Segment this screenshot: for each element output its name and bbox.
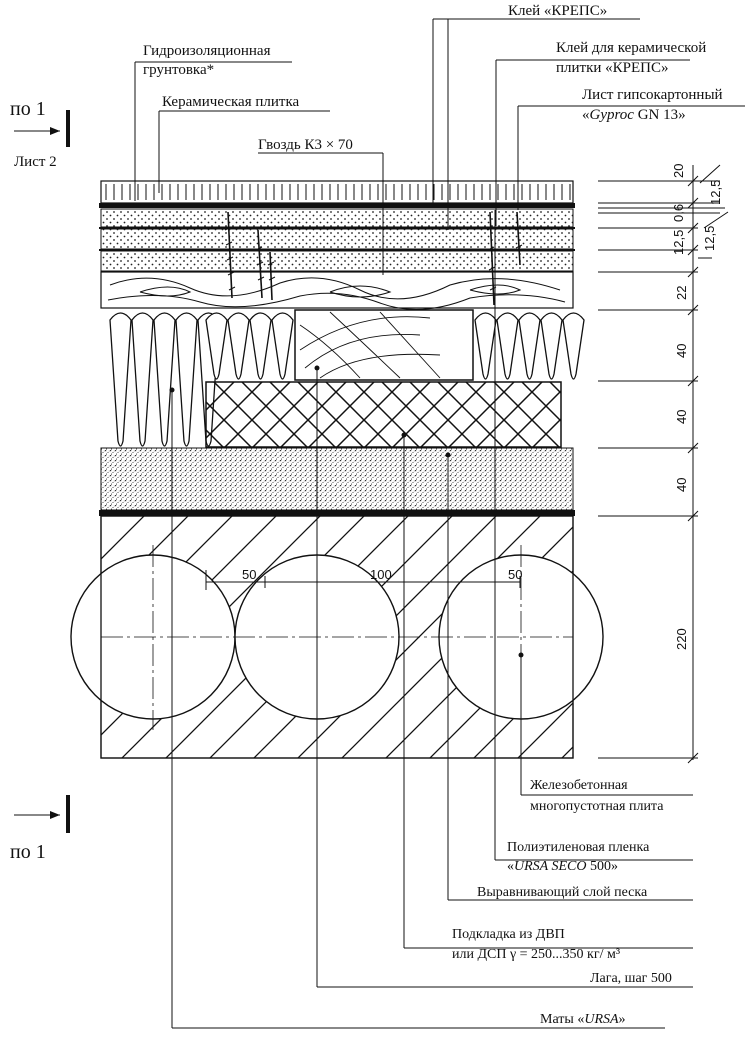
- joist-pad: [205, 381, 562, 448]
- dim-40-a: 40: [674, 344, 689, 358]
- dim-20: 20: [671, 164, 686, 178]
- label-gkl-2: «Gyproc GN 13»: [582, 107, 686, 123]
- sheet-label: Лист 2: [14, 154, 57, 170]
- section-label-top: по 1: [10, 98, 46, 120]
- dim-12-5-c: 12,5: [702, 226, 717, 251]
- dim-12-5-b: 12,5: [671, 230, 686, 255]
- label-maty: Маты «URSA»: [540, 1012, 626, 1027]
- leader-lines-bottom: [171, 210, 693, 1029]
- label-gvozd: Гвоздь К3 × 70: [258, 137, 353, 153]
- label-klei-ker-2: плитки «КРЕПС»: [556, 60, 669, 76]
- hollow-core-slab: [70, 515, 604, 759]
- vertical-dimension-chain: [598, 164, 729, 764]
- label-klei-kreps: Клей «КРЕПС»: [508, 3, 607, 19]
- timber-joist: [294, 309, 474, 381]
- dim-12-5-a: 12,5: [708, 180, 723, 205]
- section-label-bottom: по 1: [10, 841, 46, 863]
- label-klei-ker-1: Клей для керамической: [556, 40, 706, 56]
- dim-h50-left: 50: [242, 567, 256, 582]
- label-dvp-1: Подкладка из ДВП: [452, 927, 565, 942]
- dim-40-b: 40: [674, 410, 689, 424]
- dim-h100: 100: [370, 567, 392, 582]
- insulation-mats: [109, 312, 585, 447]
- label-gkl-1: Лист гипсокартонный: [582, 87, 723, 103]
- gypsum-board-layers: [99, 208, 575, 272]
- leader-lines-top: [134, 18, 745, 275]
- dim-220: 220: [674, 628, 689, 650]
- section-mark-top: по 1 Лист 2: [10, 98, 70, 170]
- dim-0-6: 0,6: [671, 204, 686, 222]
- tile-adhesive-line: [99, 203, 575, 208]
- wood-board-layer: [100, 271, 574, 310]
- label-pesok: Выравнивающий слой песка: [477, 885, 648, 900]
- label-plenka-1: Полиэтиленовая пленка: [507, 840, 650, 855]
- label-plita-2: многопустотная плита: [530, 799, 664, 814]
- label-gidro-1: Гидроизоляционная: [143, 43, 271, 59]
- label-plita-1: Железобетонная: [530, 778, 628, 793]
- dim-40-c: 40: [674, 478, 689, 492]
- dim-22: 22: [674, 286, 689, 300]
- leader-dots: [169, 365, 524, 658]
- dim-h50-right: 50: [508, 567, 522, 582]
- polyethylene-film: [99, 510, 575, 516]
- label-plitka: Керамическая плитка: [162, 94, 300, 110]
- label-dvp-2: или ДСП γ = 250...350 кг/ м³: [452, 947, 620, 962]
- label-plenka-2: «URSA SECO 500»: [507, 859, 618, 874]
- sand-layer: [100, 447, 574, 511]
- nails: [224, 211, 523, 306]
- label-gidro-2: грунтовка*: [143, 62, 214, 78]
- section-mark-bottom: по 1: [10, 795, 70, 863]
- label-laga: Лага, шаг 500: [590, 971, 672, 986]
- ceramic-tile-layer: [100, 180, 574, 204]
